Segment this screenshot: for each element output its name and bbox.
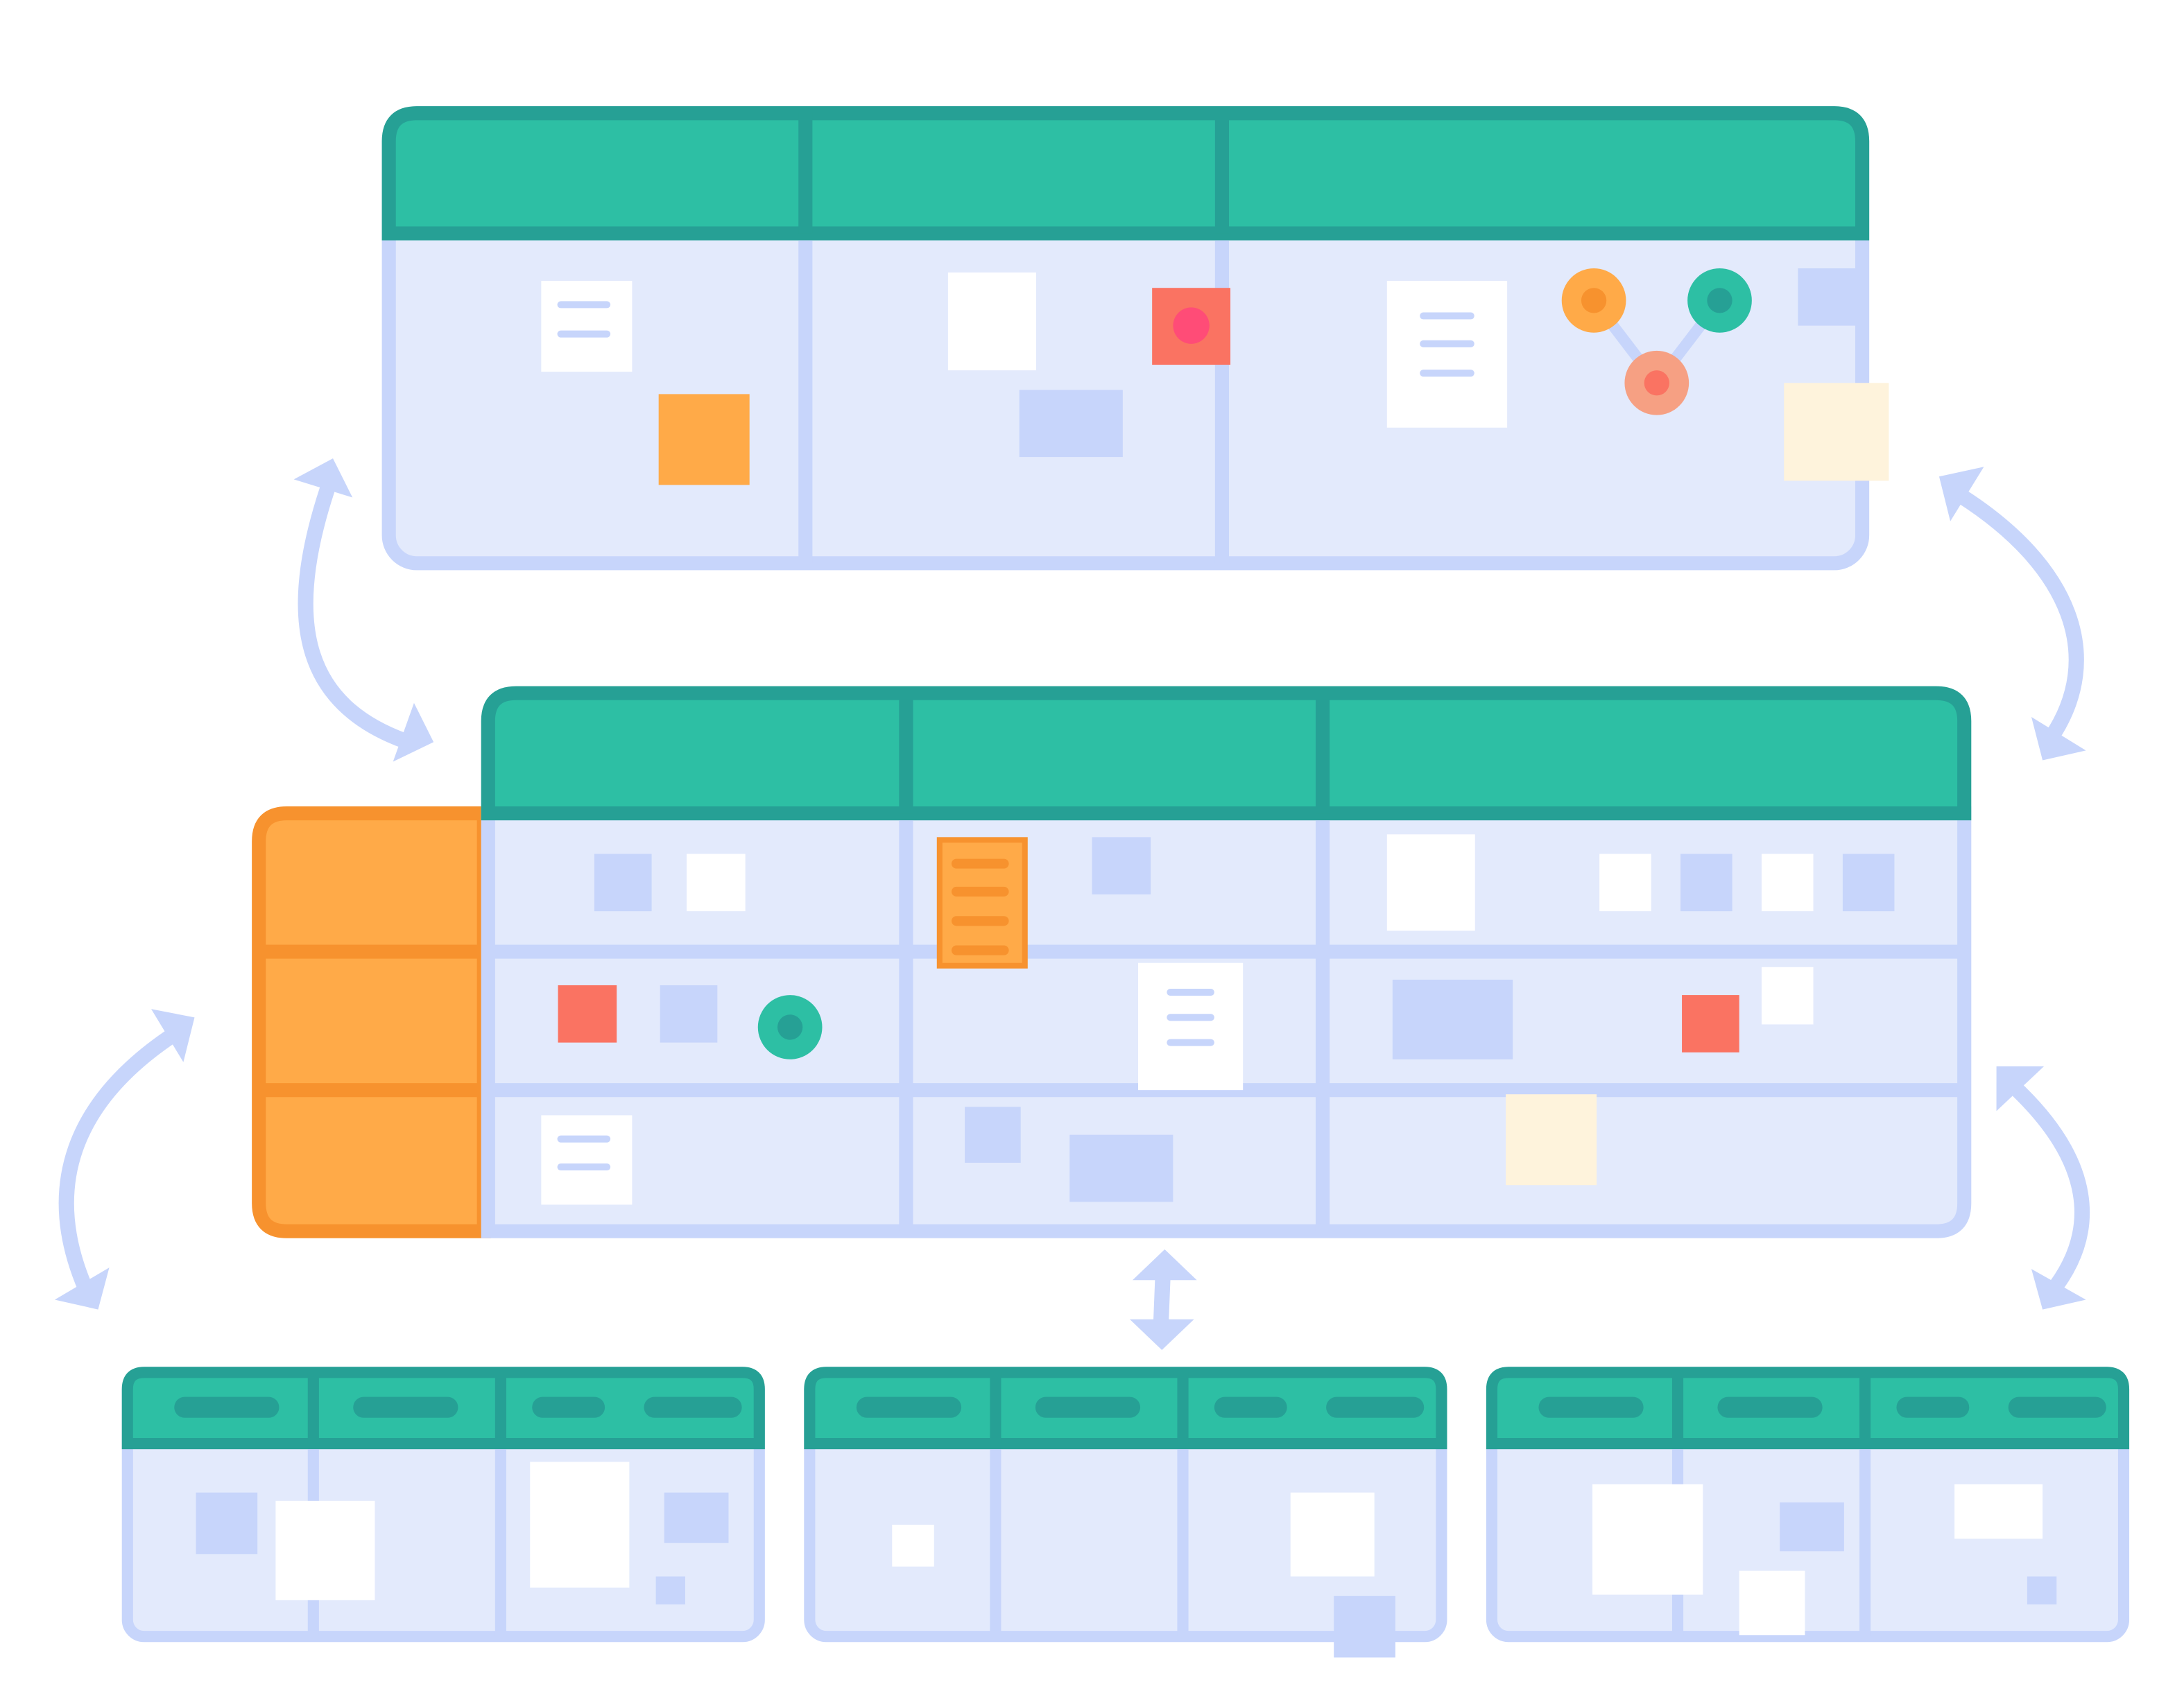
curved-double-arrow (1954, 488, 2084, 746)
card-blue (655, 1576, 685, 1604)
bottom-right-board (1486, 1367, 2130, 1643)
middle-board (252, 686, 1972, 1238)
card-blue (1680, 854, 1732, 912)
top-board (381, 106, 1889, 571)
arrowhead (2031, 1269, 2086, 1310)
card-white (1386, 834, 1475, 931)
card-white (275, 1500, 375, 1600)
card-orange (658, 394, 750, 485)
card-white (686, 854, 746, 912)
arrowhead (2031, 716, 2086, 761)
arrowhead (1132, 1249, 1197, 1281)
arrowhead (151, 1009, 195, 1062)
card-white (947, 272, 1036, 371)
arrowhead (1996, 1066, 2045, 1111)
card-cream (1506, 1094, 1597, 1186)
arrowhead (1938, 467, 1984, 521)
top-board-header (381, 106, 1870, 241)
curved-double-arrow (298, 481, 412, 749)
node-orange-core (1581, 288, 1607, 313)
card-blue (660, 985, 718, 1043)
card-red (1682, 995, 1739, 1053)
card-white (530, 1462, 630, 1588)
card-white (892, 1524, 934, 1567)
bottom-center-board (804, 1367, 1447, 1658)
card-white (1739, 1570, 1805, 1636)
card-blue (1092, 837, 1151, 894)
node-graph (1561, 268, 1752, 415)
node-teal-core (777, 1014, 803, 1040)
card-white (1290, 1492, 1375, 1577)
card-blue (594, 854, 652, 912)
bottom-left-board (121, 1367, 765, 1643)
note-card (541, 281, 633, 372)
arrowhead (54, 1267, 110, 1310)
note-card (1138, 962, 1244, 1091)
card-cream (1784, 383, 1889, 481)
card-blue (1019, 390, 1123, 458)
node-teal-core (1707, 288, 1732, 313)
card-blue (1334, 1595, 1395, 1658)
row-header-panel (252, 806, 491, 1238)
card-white (1761, 967, 1814, 1025)
card-blue (2027, 1576, 2057, 1604)
card-white (1592, 1484, 1703, 1595)
middle-board-header (481, 686, 1972, 821)
note-card (1386, 281, 1508, 428)
card-blue (196, 1492, 258, 1555)
note-card (541, 1115, 633, 1205)
card-blue (1842, 854, 1895, 912)
arrowhead (293, 458, 353, 498)
curved-double-arrow (2006, 1080, 2090, 1301)
node-salmon-core (1644, 370, 1669, 396)
card-blue (1392, 979, 1513, 1059)
card-blue (965, 1107, 1021, 1163)
card-white (1761, 854, 1814, 912)
connectors (54, 458, 2090, 1351)
card-red (558, 985, 617, 1043)
card-white (1599, 854, 1651, 912)
curved-double-arrow (58, 1022, 189, 1297)
arrowhead (393, 702, 434, 762)
card-blue (1069, 1134, 1173, 1202)
card-blue (1798, 268, 1863, 326)
arrowhead (1129, 1319, 1194, 1351)
card-blue (664, 1492, 729, 1543)
card-blue (1780, 1502, 1844, 1552)
card-red-dot (1173, 307, 1210, 344)
card-white (1954, 1484, 2043, 1539)
